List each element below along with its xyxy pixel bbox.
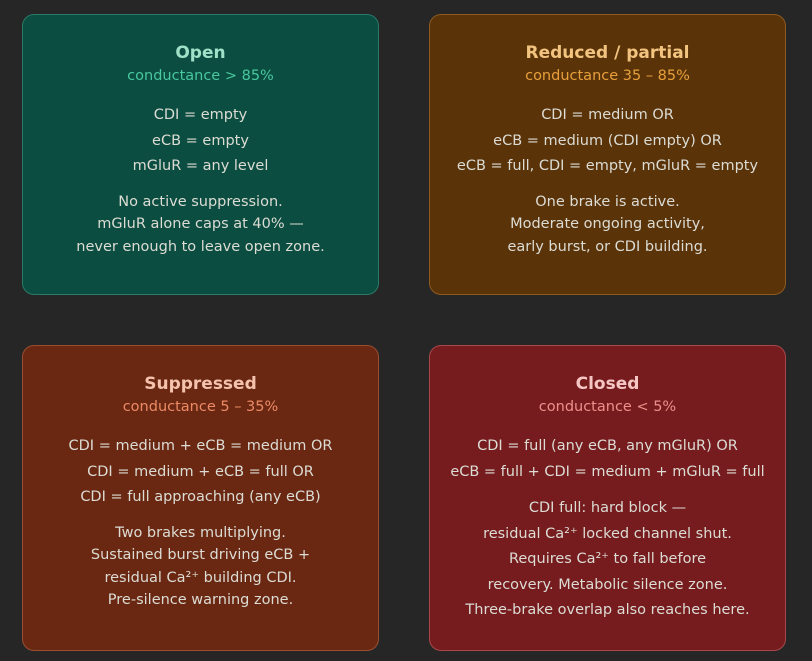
card-subtitle: conductance > 85%	[127, 68, 274, 84]
rule-line: eCB = full, CDI = empty, mGluR = empty	[456, 158, 759, 174]
rules-list: CDI = empty eCB = empty mGluR = any leve…	[23, 103, 378, 180]
rule-line: eCB = empty	[152, 132, 249, 149]
rule-line: CDI = medium + eCB = medium OR	[68, 438, 333, 454]
description-line: Sustained burst driving eCB +	[90, 547, 311, 563]
description-line: Three-brake overlap also reaches here.	[465, 602, 750, 618]
card-reduced-partial: Reduced / partial conductance 35 – 85% C…	[429, 14, 786, 295]
description-line: No active suppression.	[118, 193, 283, 210]
card-open: Open conductance > 85% CDI = empty eCB =…	[22, 14, 379, 295]
description-line: CDI full: hard block —	[528, 500, 687, 516]
description-line: mGluR alone caps at 40% —	[97, 216, 304, 232]
description-line: Pre-silence warning zone.	[107, 592, 294, 608]
rule-line: CDI = full approaching (any eCB)	[80, 489, 321, 505]
rule-line: CDI = full (any eCB, any mGluR) OR	[477, 438, 738, 454]
rule-line: CDI = medium OR	[541, 107, 674, 123]
description-line: Two brakes multiplying.	[115, 524, 286, 541]
card-subtitle: conductance < 5%	[538, 399, 677, 415]
rule-line: CDI = empty	[153, 107, 248, 123]
card-closed: Closed conductance < 5% CDI = full (any …	[429, 345, 786, 651]
rules-list: CDI = full (any eCB, any mGluR) OR eCB =…	[430, 434, 785, 485]
rule-line: eCB = full + CDI = medium + mGluR = full	[450, 463, 765, 480]
rule-line: eCB = medium (CDI empty) OR	[493, 132, 722, 149]
card-title: Reduced / partial	[525, 43, 690, 63]
card-subtitle: conductance 5 – 35%	[122, 399, 279, 415]
description-line: early burst, or CDI building.	[507, 238, 708, 255]
rules-list: CDI = medium + eCB = medium OR CDI = med…	[23, 434, 378, 511]
rules-list: CDI = medium OR eCB = medium (CDI empty)…	[430, 103, 785, 180]
card-title: Open	[175, 43, 226, 63]
card-subtitle: conductance 35 – 85%	[525, 68, 690, 84]
description-line: Requires Ca²⁺ to fall before	[508, 551, 707, 567]
description-line: never enough to leave open zone.	[76, 238, 325, 255]
description: No active suppression. mGluR alone caps …	[23, 191, 378, 259]
rule-line: CDI = medium + eCB = full OR	[87, 463, 314, 480]
description: One brake is active. Moderate ongoing ac…	[430, 191, 785, 259]
description-line: recovery. Metabolic silence zone.	[487, 576, 728, 593]
description-line: Moderate ongoing activity,	[510, 216, 705, 232]
card-suppressed: Suppressed conductance 5 – 35% CDI = med…	[22, 345, 379, 651]
card-title: Suppressed	[144, 374, 257, 394]
description: CDI full: hard block — residual Ca²⁺ loc…	[430, 496, 785, 624]
rule-line: mGluR = any level	[132, 158, 269, 174]
description: Two brakes multiplying. Sustained burst …	[23, 522, 378, 612]
description-line: residual Ca²⁺ locked channel shut.	[483, 525, 732, 542]
card-title: Closed	[575, 374, 640, 394]
description-line: One brake is active.	[535, 193, 680, 210]
description-line: residual Ca²⁺ building CDI.	[104, 569, 297, 586]
